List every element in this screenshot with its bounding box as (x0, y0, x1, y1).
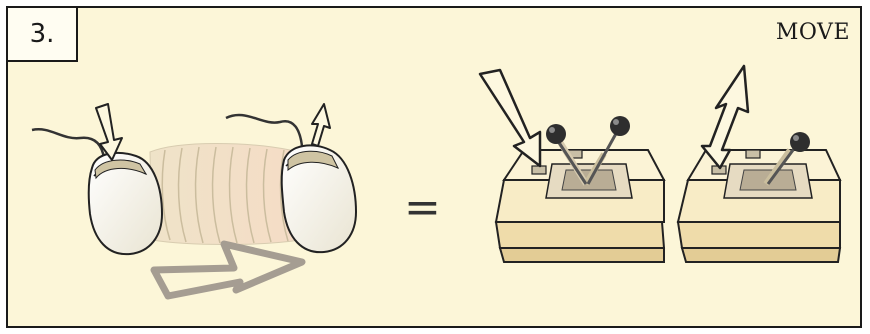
motion-trail (150, 144, 300, 245)
drag-direction-arrow-icon (154, 244, 302, 296)
release-arrow-icon (312, 104, 330, 146)
mouse-cable-left (32, 129, 104, 158)
joystick-knob (610, 116, 630, 136)
mouse-right (282, 145, 356, 252)
press-arrow-icon (96, 104, 122, 160)
press-arrow-icon (480, 70, 540, 166)
joystick-knob (790, 132, 810, 152)
joystick-press-illustration (480, 70, 664, 262)
joystick-knob (546, 124, 566, 144)
joystick-release-illustration (678, 66, 840, 262)
mouse-drag-illustration (32, 104, 356, 296)
mouse-cable-right (226, 115, 302, 146)
mouse-left (89, 153, 162, 254)
